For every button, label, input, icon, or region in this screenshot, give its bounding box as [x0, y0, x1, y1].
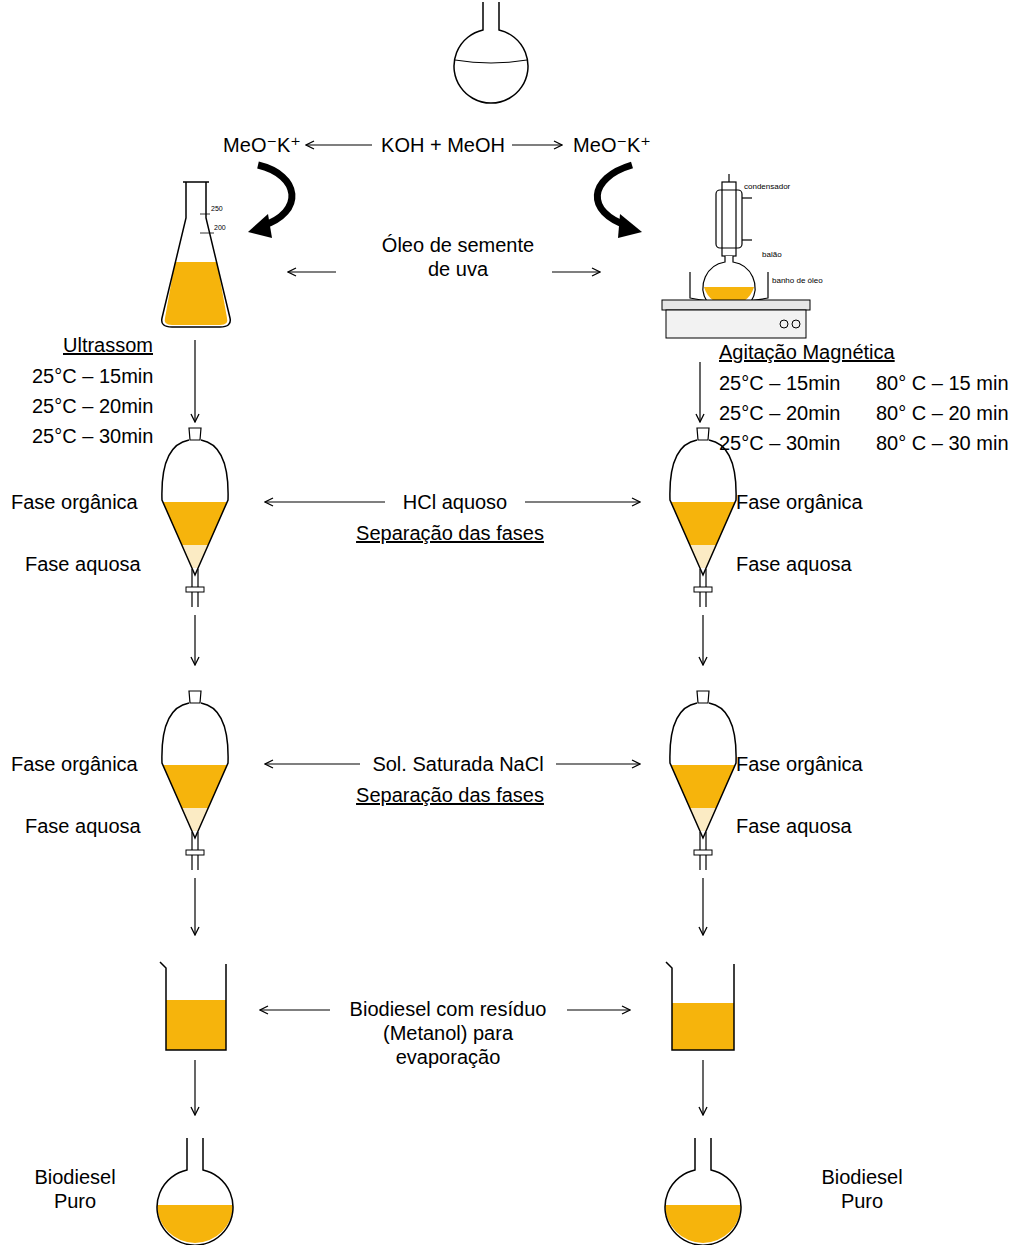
- reagent-label: KOH + MeOH: [381, 133, 505, 157]
- reagent-label: MeO⁻K⁺: [223, 133, 301, 157]
- stopper: [189, 691, 201, 703]
- phase-label: Fase orgânica: [736, 752, 863, 776]
- part-label: condensador: [744, 182, 790, 192]
- graduation-mark: 200: [214, 224, 226, 232]
- aqueous-phase: [690, 808, 716, 831]
- condition-label: 80° C – 15 min: [876, 371, 1009, 395]
- condition-label: 25°C – 20min: [32, 394, 153, 418]
- condition-label: 25°C – 15min: [32, 364, 153, 388]
- method-title: Ultrassom: [63, 333, 153, 357]
- product-label: Biodiesel Puro: [814, 1165, 910, 1213]
- aqueous-phase: [182, 808, 208, 831]
- graduation-mark: 250: [211, 205, 223, 213]
- step-label: Separação das fases: [356, 521, 544, 545]
- stopcock: [694, 850, 712, 855]
- stopcock: [186, 587, 204, 592]
- condition-label: 25°C – 30min: [32, 424, 153, 448]
- stopper: [697, 691, 709, 703]
- phase-label: Fase aquosa: [25, 552, 141, 576]
- reagent-label: MeO⁻K⁺: [573, 133, 651, 157]
- step-label: Sol. Saturada NaCl: [372, 752, 543, 776]
- step-label: Separação das fases: [356, 783, 544, 807]
- aqueous-phase: [182, 545, 208, 568]
- funnel-body: [162, 440, 228, 575]
- product-label: Biodiesel Puro: [27, 1165, 123, 1213]
- aqueous-phase: [690, 545, 716, 568]
- funnel-body: [162, 703, 228, 838]
- phase-label: Fase aquosa: [736, 814, 852, 838]
- condition-label: 25°C – 15min: [719, 371, 840, 395]
- condition-label: 25°C – 30min: [719, 431, 840, 455]
- step-label: Biodiesel com resíduo (Metanol) para eva…: [339, 997, 557, 1069]
- condition-label: 80° C – 30 min: [876, 431, 1009, 455]
- condition-label: 80° C – 20 min: [876, 401, 1009, 425]
- condition-label: 25°C – 20min: [719, 401, 840, 425]
- reagent-label: Óleo de semente de uva: [372, 233, 544, 281]
- step-label: HCl aquoso: [403, 490, 508, 514]
- part-label: banho de óleo: [772, 276, 823, 286]
- phase-label: Fase orgânica: [11, 490, 138, 514]
- funnel-body: [670, 440, 736, 575]
- method-title: Agitação Magnética: [719, 340, 895, 364]
- stopper: [189, 428, 201, 440]
- part-label: balão: [762, 250, 782, 260]
- phase-label: Fase orgânica: [736, 490, 863, 514]
- stopper: [697, 428, 709, 440]
- stopcock: [186, 850, 204, 855]
- phase-label: Fase orgânica: [11, 752, 138, 776]
- stopcock: [694, 587, 712, 592]
- funnel-body: [670, 703, 736, 838]
- phase-label: Fase aquosa: [736, 552, 852, 576]
- phase-label: Fase aquosa: [25, 814, 141, 838]
